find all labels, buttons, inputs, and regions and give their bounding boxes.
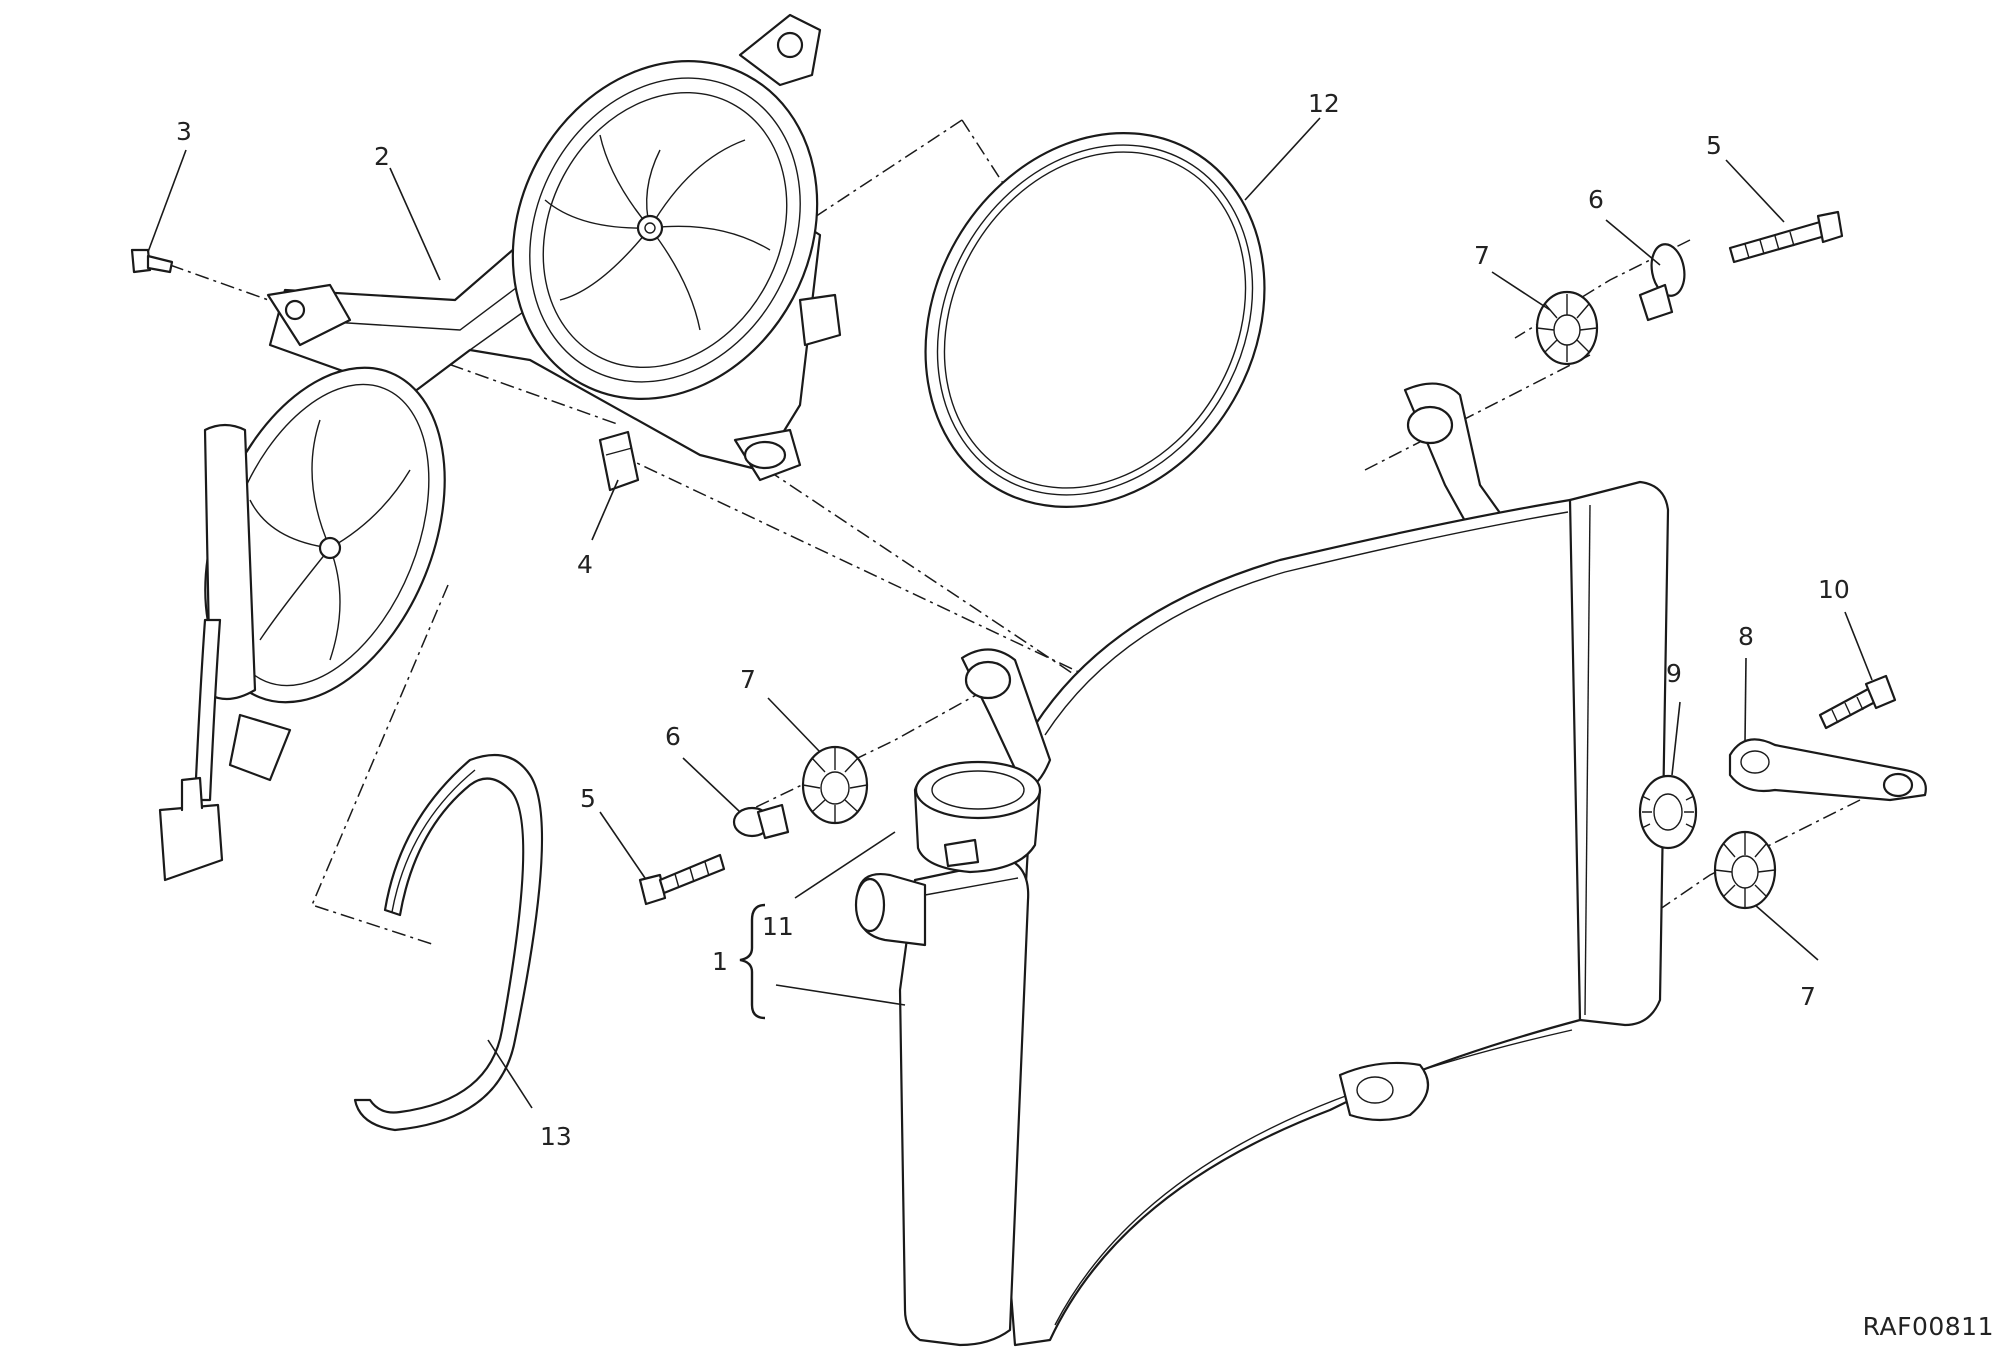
part-4-clip — [598, 430, 640, 492]
callout-7-upper: 7 — [1474, 241, 1490, 270]
callout-numbers: 1 2 3 4 5 5 6 6 7 7 7 8 9 10 11 12 13 — [176, 89, 1850, 1151]
callout-13: 13 — [540, 1122, 572, 1151]
part-7-grommet-middle — [801, 745, 869, 825]
callout-12: 12 — [1308, 89, 1340, 118]
part-10-screw — [1818, 674, 1897, 730]
callout-5-upper: 5 — [1706, 131, 1722, 160]
part-5-bolt-upper — [1728, 210, 1844, 264]
part-5-bolt-middle — [638, 853, 726, 906]
callout-6-upper: 6 — [1588, 185, 1604, 214]
part-6-spacer-middle — [732, 803, 790, 840]
part-7-grommet-lower — [1713, 830, 1777, 910]
part-12-seal — [924, 132, 1266, 508]
part-1-radiator — [854, 382, 1670, 1347]
callout-9: 9 — [1666, 659, 1682, 688]
callout-6-middle: 6 — [665, 722, 681, 751]
callout-2: 2 — [374, 142, 390, 171]
part-9-grommet — [1638, 774, 1698, 850]
leader-lines — [147, 117, 1873, 1109]
callout-1: 1 — [712, 947, 728, 976]
callout-8: 8 — [1738, 622, 1754, 651]
part-7-grommet-upper — [1535, 290, 1599, 366]
callout-5-middle: 5 — [580, 784, 596, 813]
part-6-spacer-upper — [1638, 243, 1686, 322]
part-3-screw — [130, 248, 174, 274]
callout-4: 4 — [577, 550, 593, 579]
callout-7-lower: 7 — [1800, 982, 1816, 1011]
part-13-seal-strip — [353, 753, 544, 1132]
fan-assembly — [158, 13, 842, 882]
callout-3: 3 — [176, 117, 192, 146]
callout-7-middle: 7 — [740, 665, 756, 694]
part-8-bracket — [1728, 738, 1927, 802]
callout-11: 11 — [762, 912, 794, 941]
callout-10: 10 — [1818, 575, 1850, 604]
drawing-code: RAF00811 — [1862, 1312, 1994, 1341]
